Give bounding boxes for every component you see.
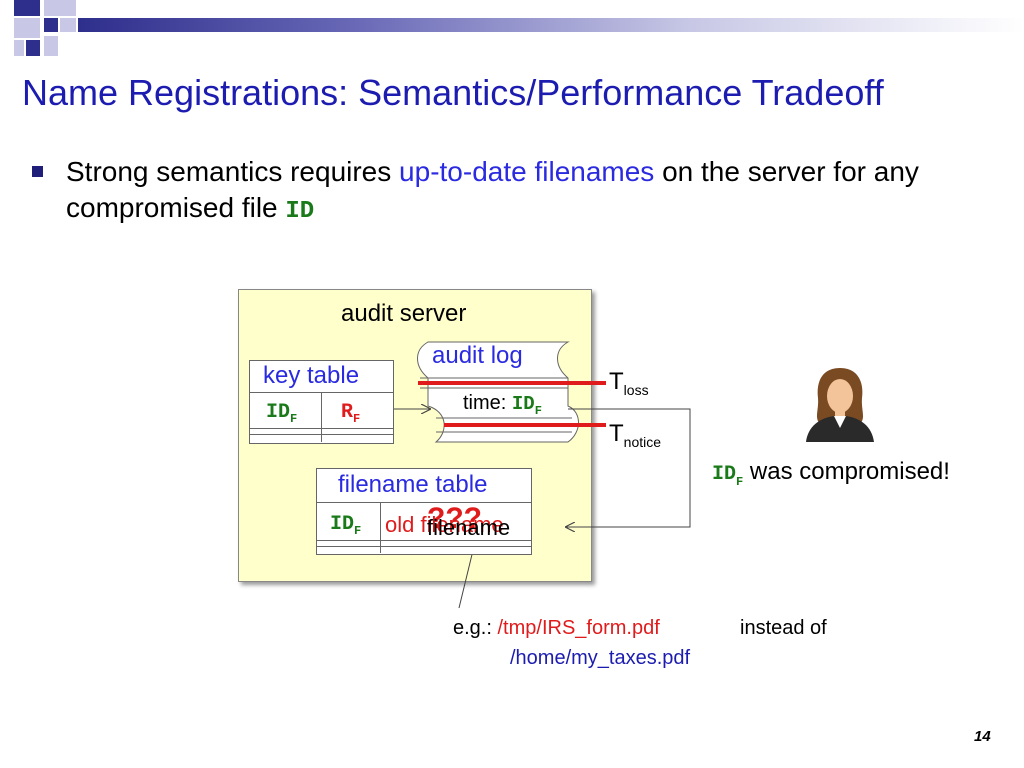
compromised-id-sub: F (736, 474, 744, 489)
compromised-message: was compromised! (743, 458, 950, 485)
bullet-text-after: on the server for any compromised file (66, 156, 919, 223)
page-number: 14 (974, 728, 991, 745)
key-table-r: R (341, 401, 354, 424)
t-notice-label: Tnotice (609, 420, 661, 450)
t-loss-sub: loss (623, 381, 649, 398)
t-notice-sub: notice (623, 433, 662, 450)
filename-table-id-sub: F (354, 524, 362, 538)
audit-server-label: audit server (341, 300, 467, 327)
key-table-r-cell: RF (341, 400, 360, 426)
key-table-r-sub: F (353, 412, 361, 426)
key-table-id: ID (266, 401, 291, 424)
example-path: /tmp/IRS_form.pdf (497, 617, 660, 639)
time-id: ID (511, 393, 535, 415)
filename-table-id-cell: IDF (330, 512, 361, 538)
key-table-title: key table (263, 362, 360, 389)
new-filename: filename (427, 515, 511, 540)
user-avatar-icon (806, 368, 874, 442)
bullet-text: Strong semantics requires up-to-date fil… (66, 154, 1006, 230)
old-filename: old filename (385, 512, 504, 537)
filename-overlay-marks: ??? (427, 502, 482, 535)
bullet-square-icon (32, 166, 43, 177)
audit-log-entry: time: IDF (463, 392, 542, 418)
bullet-text-before: Strong semantics requires (66, 156, 400, 187)
audit-log-scroll (417, 341, 579, 443)
header-gradient-bar (78, 18, 1024, 32)
bullet-id-code: ID (285, 198, 315, 225)
key-table-id-cell: IDF (266, 400, 297, 426)
compromised-text: IDF was compromised! (712, 458, 950, 489)
audit-log-label: audit log (432, 342, 523, 369)
t-loss-label: Tloss (609, 368, 649, 398)
filename-table-id: ID (330, 513, 355, 536)
example-line-1: e.g.: /tmp/IRS_form.pdf (453, 617, 660, 640)
key-table-id-sub: F (290, 412, 298, 426)
compromised-id: ID (712, 463, 737, 486)
t-notice-t: T (609, 420, 624, 447)
example-real-path: /home/my_taxes.pdf (510, 647, 691, 669)
example-prefix: e.g.: (453, 617, 498, 639)
time-id-sub: F (534, 404, 542, 418)
slide-title: Name Registrations: Semantics/Performanc… (22, 72, 884, 113)
time-label: time: (463, 392, 512, 414)
log-to-filename-arrow (566, 408, 691, 527)
t-loss-t: T (609, 368, 624, 395)
example-instead: instead of (740, 617, 827, 639)
bullet-highlight: up-to-date filenames (399, 156, 655, 187)
filename-table-title: filename table (338, 471, 488, 498)
